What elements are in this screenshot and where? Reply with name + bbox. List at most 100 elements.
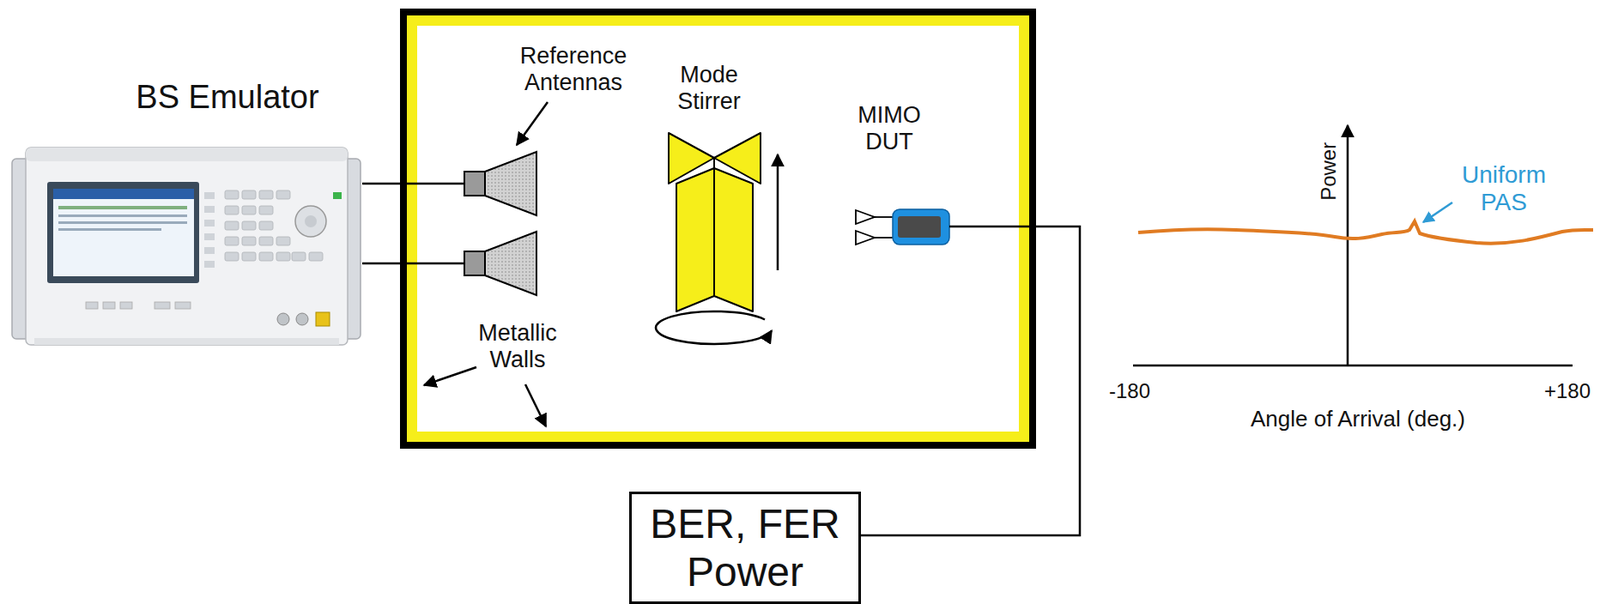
- emulator-device: [120, 302, 133, 310]
- keypad: [276, 190, 291, 200]
- plot-axes: [1133, 125, 1573, 366]
- mode-stirrer: [714, 133, 761, 184]
- horn-antenna: [464, 171, 485, 196]
- emulator-device: [58, 214, 188, 218]
- motion-arrow: [655, 154, 778, 345]
- emulator-device: [204, 233, 215, 241]
- horn-antenna: [484, 151, 537, 216]
- emulator-device: [204, 247, 215, 255]
- keypad: [259, 221, 273, 231]
- emulator-device: [204, 192, 215, 200]
- plot-axes: [1133, 364, 1573, 368]
- keypad: [242, 206, 256, 215]
- tick-label: -180: [1095, 379, 1164, 404]
- callout-arrow: [1423, 202, 1453, 223]
- keypad: [259, 206, 273, 215]
- emulator-device: [25, 147, 348, 346]
- mode-stirrer: [714, 168, 753, 312]
- keypad: [224, 236, 239, 246]
- node-text: BER, FER Power: [631, 500, 859, 595]
- keypad: [224, 190, 323, 261]
- emulator-device: [204, 260, 215, 268]
- keypad: [259, 236, 273, 246]
- motion-arrow: [776, 154, 780, 271]
- part-label: Mode Stirrer: [653, 61, 765, 116]
- leader-arrow: [516, 102, 548, 146]
- motion-arrow: [655, 311, 772, 345]
- emulator-device: [175, 302, 191, 310]
- dut-device: [892, 209, 950, 245]
- axis-title: Angle of Arrival (deg.): [1203, 406, 1513, 433]
- process-box: BER, FER Power: [629, 491, 861, 604]
- device-node: BS Emulator: [10, 78, 363, 352]
- tick-label: +180: [1541, 379, 1594, 404]
- keypad: [224, 252, 239, 261]
- leader-arrow: [424, 367, 477, 386]
- node-text: BS Emulator: [55, 78, 400, 117]
- emulator-device: [154, 302, 170, 310]
- emulator-device: [53, 188, 194, 200]
- chamber: [403, 12, 1033, 446]
- emulator-device: [25, 147, 348, 162]
- emulator-device: [295, 206, 327, 237]
- emulator-device: [296, 313, 309, 326]
- dut-device: [855, 209, 950, 245]
- keypad: [224, 206, 239, 215]
- pas-curve: [1138, 221, 1594, 244]
- emulator-device: [58, 221, 188, 225]
- dut-node: MIMO DUT: [842, 98, 950, 249]
- keypad: [242, 190, 256, 200]
- node-text: Reference Antennas: [509, 42, 638, 97]
- emulator-device: [53, 188, 194, 277]
- emulator-device: [58, 228, 162, 231]
- connector-wire: [860, 226, 1080, 536]
- dut-device: [855, 230, 875, 245]
- dut-device: [897, 216, 941, 238]
- horn-antenna: [464, 151, 537, 296]
- keypad: [242, 252, 256, 261]
- keypad: [259, 252, 273, 261]
- dut-device: [874, 216, 893, 219]
- keypad: [276, 252, 291, 261]
- emulator-device: [315, 312, 330, 327]
- emulator-device: [85, 302, 98, 310]
- keypad: [242, 236, 256, 246]
- antenna-node: Reference Antennas: [464, 38, 640, 301]
- mode-stirrer: [668, 133, 761, 312]
- emulator-device: [333, 192, 342, 200]
- mode-stirrer: [668, 133, 715, 184]
- connector-wire: [362, 262, 465, 266]
- emulator-device: [304, 215, 317, 228]
- curve-label: Uniform PAS: [1450, 161, 1558, 217]
- keypad: [276, 236, 291, 246]
- keypad: [259, 190, 273, 200]
- plot-axes: [1346, 125, 1350, 366]
- mode-stirrer: [713, 157, 716, 297]
- emulator-device: [103, 302, 116, 310]
- keypad: [224, 190, 239, 200]
- axis-label: Power: [1316, 142, 1341, 201]
- emulator-device: [58, 206, 188, 210]
- part-label: Metallic Walls: [461, 320, 574, 374]
- mode-stirrer: [676, 168, 715, 312]
- keypad: [309, 252, 323, 261]
- emulator-device: [47, 181, 200, 284]
- connector-wire: [362, 182, 465, 186]
- keypad: [291, 252, 306, 261]
- emulator-device: [277, 313, 290, 326]
- chamber: [412, 20, 1025, 437]
- leader-arrow: [525, 384, 546, 427]
- emulator-device: [204, 206, 215, 213]
- chamber: [403, 12, 1033, 446]
- emulator-device: [204, 219, 215, 227]
- dut-device: [874, 236, 893, 239]
- horn-antenna: [464, 251, 485, 276]
- keypad: [224, 221, 239, 231]
- emulator-device: [34, 338, 340, 346]
- node-text: MIMO DUT: [842, 102, 937, 156]
- emulator-device: [12, 147, 361, 346]
- horn-antenna: [484, 231, 537, 296]
- dut-device: [855, 210, 875, 225]
- keypad: [242, 221, 256, 231]
